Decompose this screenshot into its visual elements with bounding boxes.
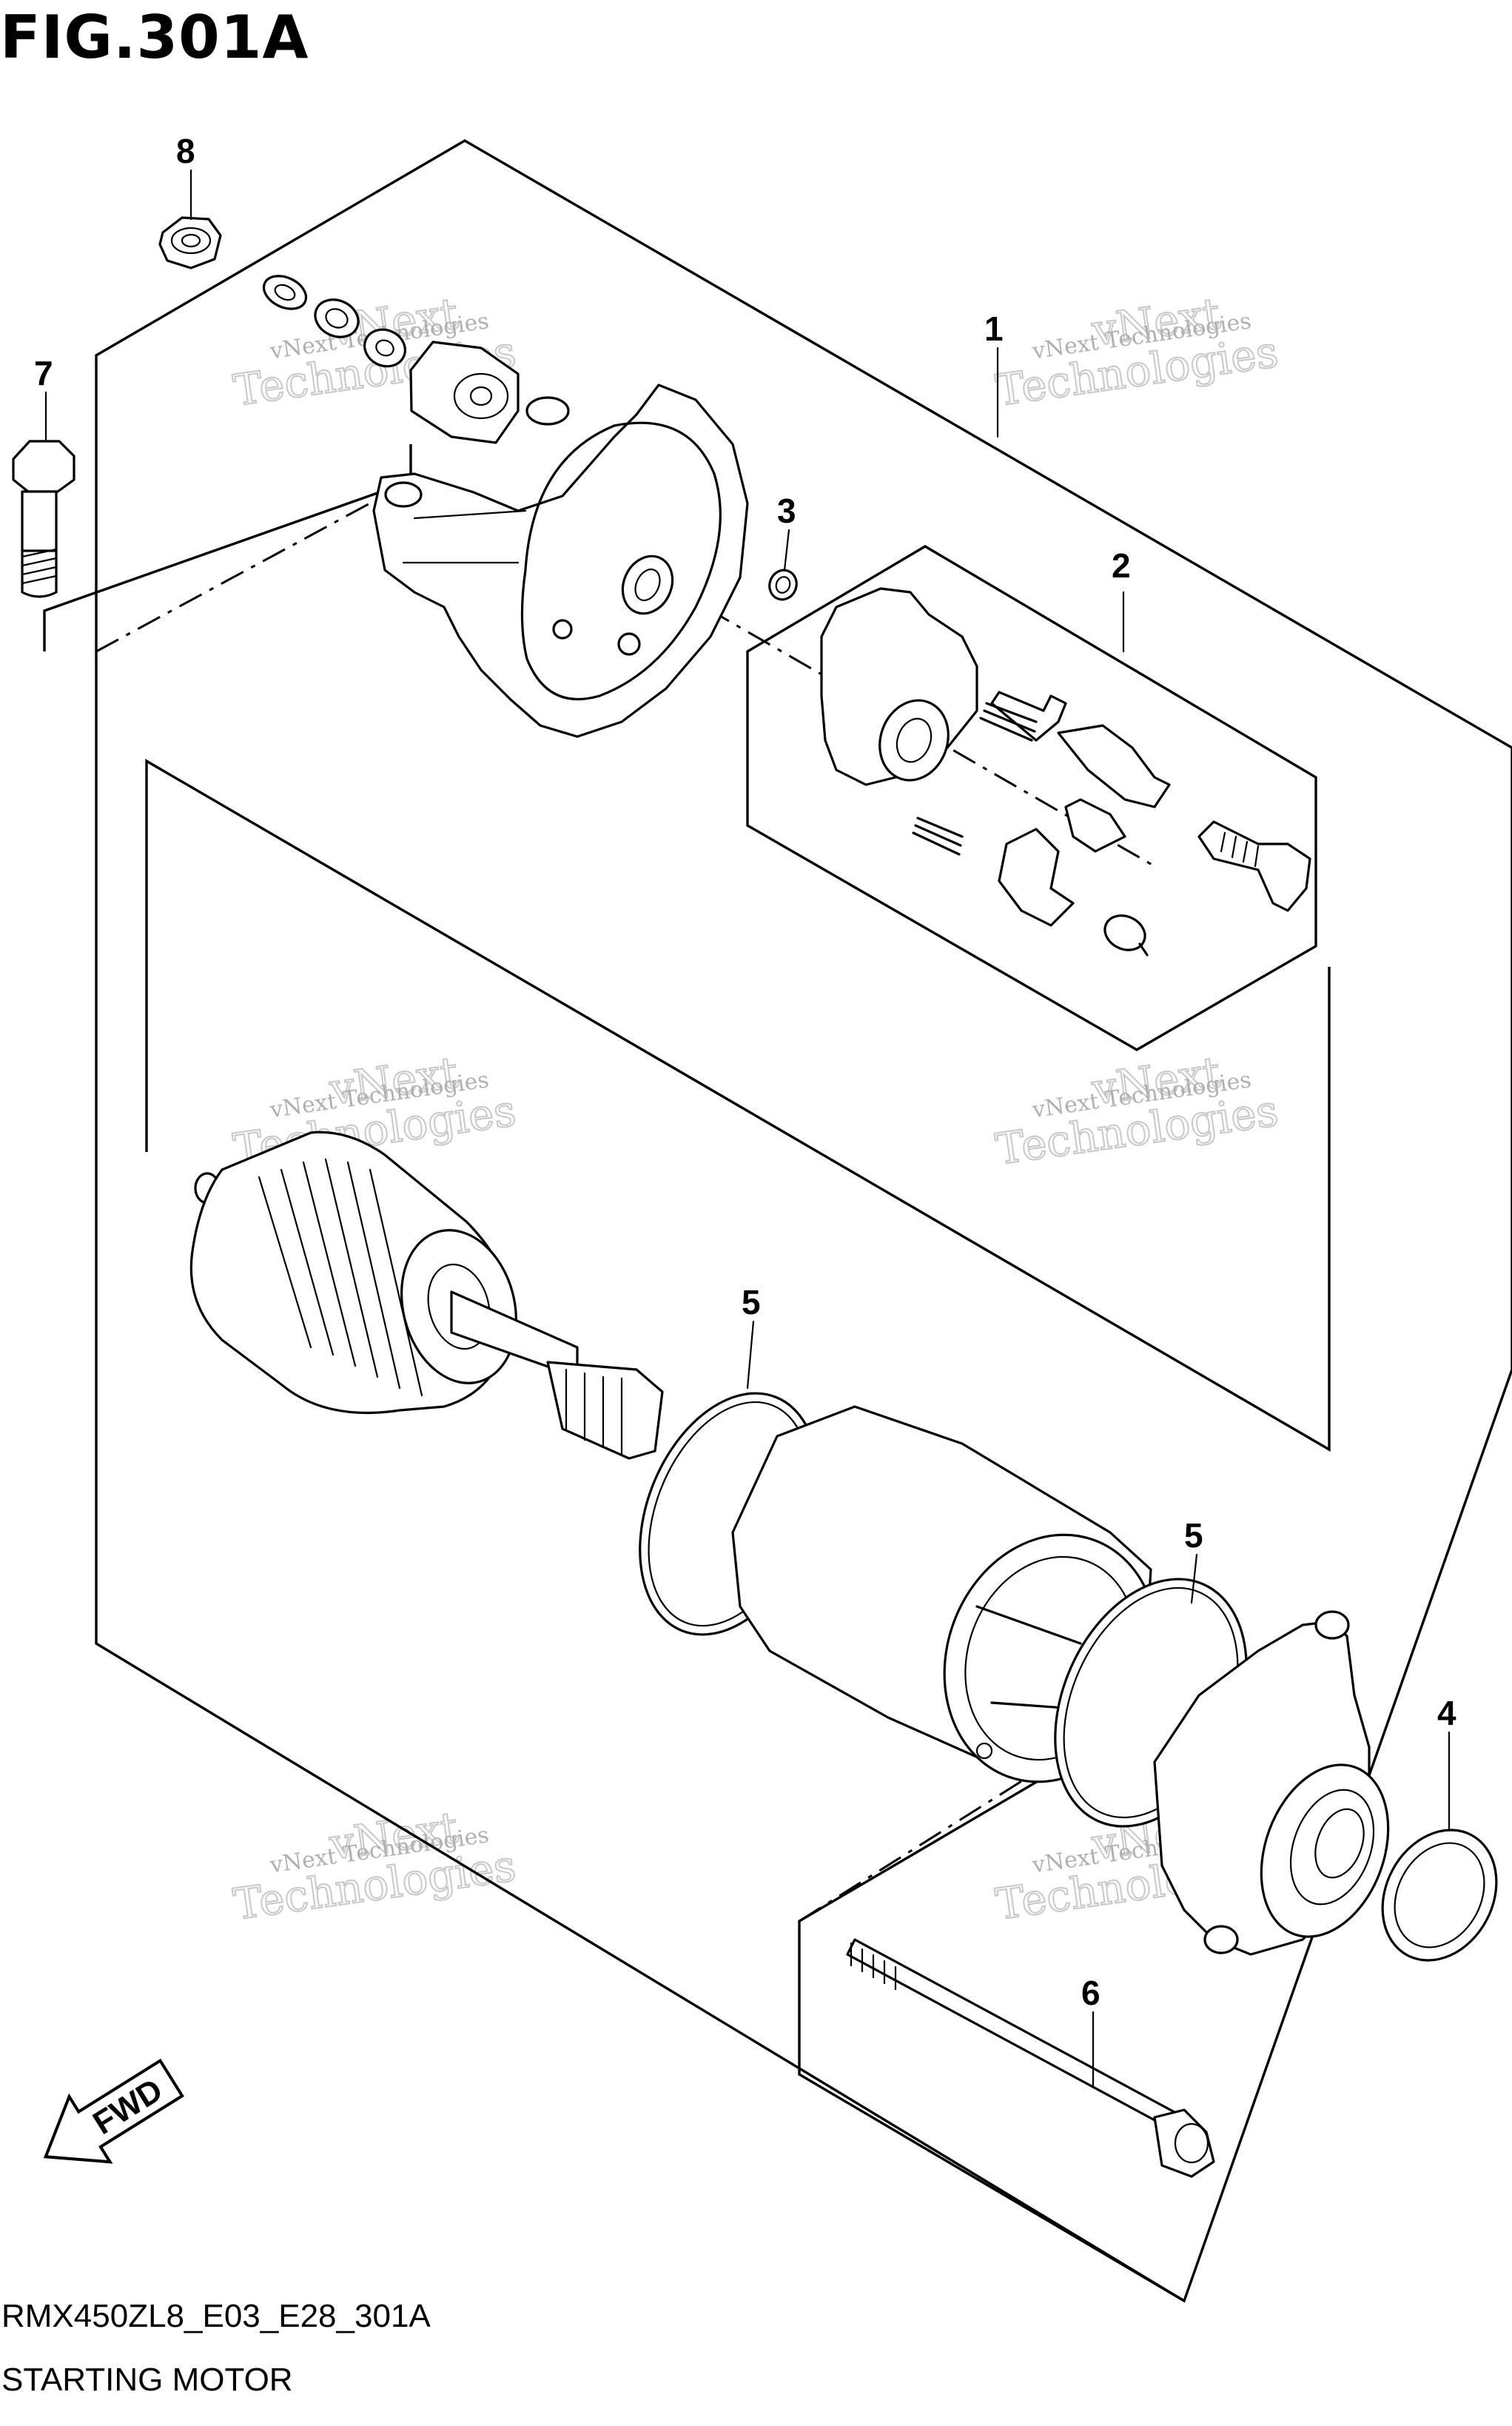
bolt-part-7 xyxy=(12,440,75,598)
bolt-7-frame xyxy=(43,444,412,651)
axis-line-upper xyxy=(95,480,411,653)
callout-7: 7 xyxy=(34,354,53,392)
washer-stack-top xyxy=(262,275,520,444)
callout-5-upper: 5 xyxy=(742,1283,761,1321)
o-ring-part-3 xyxy=(768,569,798,601)
callout-4: 4 xyxy=(1437,1694,1456,1732)
front-end-cover xyxy=(1153,1610,1390,1956)
axis-line-lower xyxy=(799,1649,1229,1923)
figure-name: STARTING MOTOR xyxy=(1,2362,293,2398)
armature-rotor xyxy=(189,1130,664,1460)
figure-code: RMX450ZL8_E03_E28_301A xyxy=(1,2298,431,2334)
watermark-2: Technologies vNext vNext Technologies xyxy=(992,287,1282,416)
through-bolt-part-6 xyxy=(846,1938,1215,2178)
callout-3: 3 xyxy=(777,492,796,530)
end-cover-housing xyxy=(372,383,749,738)
callout-2: 2 xyxy=(1112,546,1131,585)
callout-labels: 8 7 1 3 2 5 5 4 6 xyxy=(34,132,1456,2012)
o-ring-part-4 xyxy=(1381,1829,1498,1962)
figure-title: FIG.301A xyxy=(0,3,309,72)
brush-holder-frame xyxy=(746,545,1317,1051)
watermark-4: Technologies vNext vNext Technologies xyxy=(992,1046,1282,1175)
nut-part-8 xyxy=(158,216,222,269)
assembly-frame-outer xyxy=(95,139,1512,2303)
callout-1: 1 xyxy=(984,309,1004,348)
watermark-5: Technologies vNext vNext Technologies xyxy=(229,1801,520,1930)
callout-5-lower: 5 xyxy=(1184,1516,1203,1555)
callout-8: 8 xyxy=(176,132,195,170)
leader-lines xyxy=(44,169,1451,2089)
brush-holder-part-2 xyxy=(820,587,1311,956)
thru-bolt-frame xyxy=(798,1694,1185,2302)
axis-line-middle xyxy=(146,760,1330,1451)
fwd-direction-arrow: FWD xyxy=(43,2058,184,2164)
callout-6: 6 xyxy=(1081,1974,1101,2012)
